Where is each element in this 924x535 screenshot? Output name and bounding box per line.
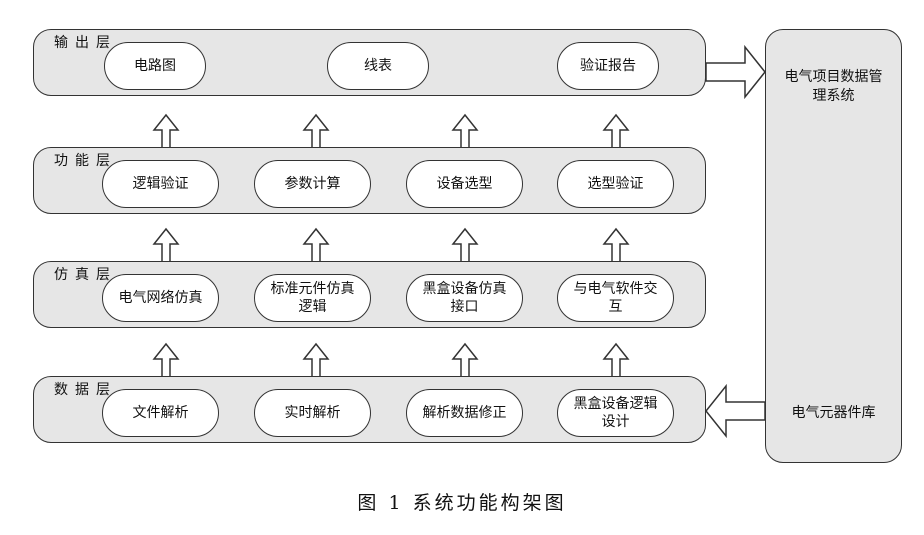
layer-label: 输出层 xyxy=(54,35,117,51)
function-layer: 功能层 逻辑验证 参数计算 设备选型 选型验证 xyxy=(33,147,706,214)
output-layer: 输出层 电路图 线表 验证报告 xyxy=(33,29,706,96)
node-logic-verification: 逻辑验证 xyxy=(102,160,219,208)
arrow-up xyxy=(152,342,180,378)
node-label: 与电气软件交互 xyxy=(573,281,658,315)
side-system-box: 电气项目数据管理系统 电气元器件库 xyxy=(765,29,902,463)
node-label: 设备选型 xyxy=(436,176,493,192)
node-selection-verification: 选型验证 xyxy=(557,160,674,208)
node-device-selection: 设备选型 xyxy=(406,160,523,208)
arrow-up xyxy=(602,227,630,263)
node-verification-report: 验证报告 xyxy=(557,42,659,90)
arrow-right xyxy=(705,44,766,100)
node-label: 选型验证 xyxy=(587,176,644,192)
node-label: 参数计算 xyxy=(284,176,341,192)
node-blackbox-simulation-interface: 黑盒设备仿真接口 xyxy=(406,274,523,322)
layer-label: 数据层 xyxy=(54,382,117,398)
project-data-management-label: 电气项目数据管理系统 xyxy=(784,69,883,104)
arrow-up xyxy=(302,113,330,149)
arrow-up xyxy=(451,342,479,378)
node-electrical-software-interaction: 与电气软件交互 xyxy=(557,274,674,322)
node-label: 黑盒设备仿真接口 xyxy=(422,281,507,315)
node-label: 验证报告 xyxy=(580,58,636,74)
node-blackbox-logic-design: 黑盒设备逻辑设计 xyxy=(557,389,674,437)
node-network-simulation: 电气网络仿真 xyxy=(102,274,219,322)
arrow-up xyxy=(451,113,479,149)
node-standard-component-simulation: 标准元件仿真逻辑 xyxy=(254,274,371,322)
arrow-up xyxy=(302,227,330,263)
node-label: 黑盒设备逻辑设计 xyxy=(573,396,658,430)
component-library-label: 电气元器件库 xyxy=(791,405,876,421)
arrow-up xyxy=(152,113,180,149)
layer-label: 仿真层 xyxy=(54,267,117,283)
node-realtime-parsing: 实时解析 xyxy=(254,389,371,437)
node-label: 解析数据修正 xyxy=(422,405,507,421)
node-label: 电路图 xyxy=(134,58,176,74)
node-circuit-diagram: 电路图 xyxy=(104,42,206,90)
simulation-layer: 仿真层 电气网络仿真 标准元件仿真逻辑 黑盒设备仿真接口 与电气软件交互 xyxy=(33,261,706,328)
node-file-parsing: 文件解析 xyxy=(102,389,219,437)
arrow-up xyxy=(302,342,330,378)
arrow-left xyxy=(705,383,766,439)
figure-caption: 图 1 系统功能构架图 xyxy=(357,492,567,514)
node-label: 标准元件仿真逻辑 xyxy=(270,281,355,315)
node-parsed-data-correction: 解析数据修正 xyxy=(406,389,523,437)
layer-label: 功能层 xyxy=(54,153,117,169)
node-label: 逻辑验证 xyxy=(132,176,189,192)
arrow-up xyxy=(152,227,180,263)
node-parameter-calculation: 参数计算 xyxy=(254,160,371,208)
node-label: 文件解析 xyxy=(132,405,189,421)
node-label: 电气网络仿真 xyxy=(118,290,203,306)
arrow-up xyxy=(602,342,630,378)
arrow-up xyxy=(451,227,479,263)
node-wire-table: 线表 xyxy=(327,42,429,90)
data-layer: 数据层 文件解析 实时解析 解析数据修正 黑盒设备逻辑设计 xyxy=(33,376,706,443)
arrow-up xyxy=(602,113,630,149)
node-label: 线表 xyxy=(364,58,392,74)
node-label: 实时解析 xyxy=(284,405,341,421)
